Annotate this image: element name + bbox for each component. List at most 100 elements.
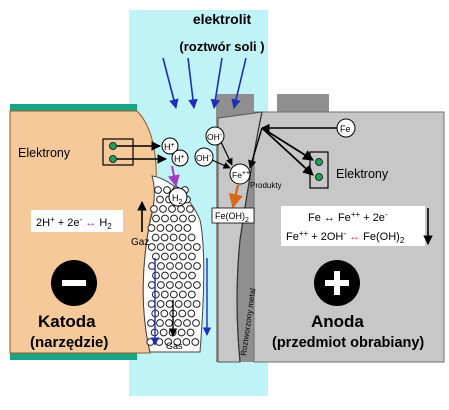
gas-bubble <box>178 290 187 299</box>
anode-workpiece-label: (przedmiot obrabiany) <box>272 335 424 351</box>
oh-to-fe-arrow-1 <box>220 141 233 166</box>
fe-to-feoh2-arrow <box>228 184 243 209</box>
anode-terminal-dot-2 <box>315 173 323 181</box>
gas-bubble <box>183 300 192 308</box>
flow-arrow-1 <box>162 57 179 109</box>
gas-bottom-label: Gas <box>166 341 183 351</box>
anode-terminal <box>309 151 329 189</box>
cathode-electrons-label: Elektrony <box>18 146 71 160</box>
fe-oh2-label: Fe(OH)2 <box>215 211 249 224</box>
h-plus-label-1: H+ <box>164 142 175 152</box>
gas-bubble <box>175 281 183 289</box>
gas-bubble <box>146 338 155 346</box>
gas-bubble <box>147 243 156 251</box>
cathode-terminal <box>102 138 134 166</box>
anode-equation-1: Fe ↔ Fe++ + 2e- <box>308 210 388 224</box>
gas-bubble <box>156 319 164 327</box>
gas-bubble <box>174 319 182 327</box>
cathode-rail-bottom <box>10 353 137 360</box>
gas-bubble <box>160 233 169 242</box>
electrolyte-subtitle: (roztwór soli ) <box>179 39 264 54</box>
gas-bubble <box>188 252 196 261</box>
gas-bubble <box>165 243 174 251</box>
cathode-equation-box <box>31 210 123 232</box>
gas-bubble <box>159 328 168 337</box>
gas-bubble <box>184 281 192 289</box>
h-to-h2-arrow <box>167 165 180 188</box>
anode-top-block <box>277 94 329 112</box>
gas-bubble <box>166 262 174 270</box>
gas-bubble <box>173 338 182 346</box>
gas-bubble <box>179 271 187 280</box>
gas-bubble <box>161 271 169 280</box>
gas-bubble <box>193 281 201 289</box>
gas-bubble <box>174 243 183 251</box>
gas-bubble <box>147 319 155 327</box>
h2-label: H2 <box>172 193 183 206</box>
gas-bubble <box>183 243 192 251</box>
products-label: Produkty <box>250 181 282 190</box>
gas-bubble <box>159 205 167 213</box>
gas-bubble <box>188 271 196 280</box>
oh-ion-1 <box>205 126 225 146</box>
gas-bubble <box>156 224 165 232</box>
anode-electron-arrow-2 <box>261 127 314 176</box>
cathode-minus-bar <box>62 280 86 286</box>
gas-bubble <box>187 233 196 242</box>
anode-equation-box <box>281 206 425 246</box>
gas-bubble <box>179 214 187 223</box>
gas-bubble <box>156 195 164 204</box>
gas-bubble <box>155 338 164 346</box>
gas-bubble <box>156 243 165 251</box>
anode-electrons-label: Elektrony <box>336 167 389 181</box>
gas-bubble <box>191 338 200 346</box>
gas-bubble <box>187 290 196 299</box>
gas-bubble <box>165 319 173 327</box>
h-plus-label-2: H+ <box>174 154 185 164</box>
gas-bubble <box>193 262 201 270</box>
gas-bubble <box>174 300 183 308</box>
gas-bubble <box>169 290 178 299</box>
cathode-name: Katoda <box>38 312 96 331</box>
oh-label-1: OH- <box>207 132 223 142</box>
gas-bubble <box>154 186 162 194</box>
gas-bubble <box>157 262 165 270</box>
cathode-terminal-dot-1 <box>109 142 117 150</box>
gas-bubble <box>186 205 194 213</box>
gas-bubble <box>148 281 156 289</box>
gas-bubble <box>177 205 185 213</box>
cathode-rail-top <box>10 104 137 111</box>
anode-name: Anoda <box>311 312 364 331</box>
gas-bubble <box>178 233 187 242</box>
gas-up-label: Gaz <box>131 237 149 248</box>
gas-bubble <box>152 252 160 261</box>
gas-bubble <box>150 205 158 213</box>
cathode-equation: 2H+ + 2e- ↔ H2 <box>36 215 112 231</box>
gas-bubble <box>170 271 178 280</box>
gas-bubble <box>160 290 169 299</box>
gas-bubble <box>178 309 187 318</box>
gas-bubble <box>183 224 192 232</box>
gas-bubble <box>147 224 156 232</box>
gas-bubble <box>169 233 178 242</box>
cathode-tool-label: (narzędzie) <box>30 334 108 351</box>
gas-bubble <box>182 338 191 346</box>
gas-bubble <box>147 300 156 308</box>
fe-ion-label: Fe++ <box>232 170 250 180</box>
fe-ion <box>229 163 251 185</box>
gas-bubble <box>187 309 196 318</box>
gas-bubble <box>168 205 176 213</box>
gas-bubble <box>156 300 165 308</box>
gas-bubble <box>186 328 195 337</box>
gas-bubble <box>157 281 165 289</box>
gas-bubble <box>151 233 160 242</box>
gas-bubble <box>183 319 191 327</box>
gas-bubble <box>165 300 174 308</box>
flow-arrow-4 <box>231 57 247 109</box>
flow-arrow-2 <box>187 57 198 109</box>
gas-bubble <box>192 243 201 251</box>
anode-equation-2: Fe++ + 2OH- ↔ Fe(OH)2 <box>286 229 405 245</box>
gas-bubble <box>192 300 201 308</box>
electrolyte-title: elektrolit <box>193 11 252 27</box>
gas-bubble <box>152 271 160 280</box>
